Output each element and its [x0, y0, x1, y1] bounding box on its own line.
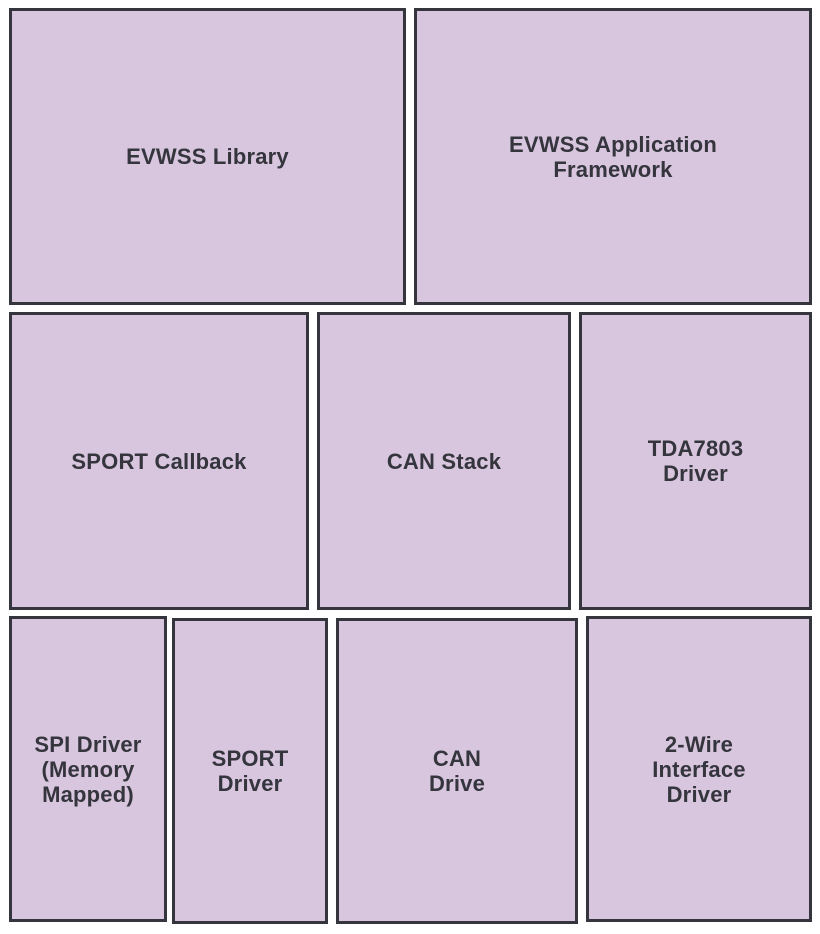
block-label: SPORT Driver	[211, 746, 289, 796]
block-can-stack: CAN Stack	[317, 312, 571, 610]
block-can-drive: CAN Drive	[336, 618, 578, 924]
block-evwss-application-framework: EVWSS Application Framework	[414, 8, 812, 305]
block-evwss-library: EVWSS Library	[9, 8, 406, 305]
block-label: SPI Driver (Memory Mapped)	[34, 731, 142, 807]
block-label: 2-Wire Interface Driver	[652, 731, 746, 807]
block-label: CAN Stack	[386, 448, 502, 474]
block-label: EVWSS Library	[126, 144, 289, 169]
block-label: SPORT Callback	[71, 448, 247, 474]
block-sport-callback: SPORT Callback	[9, 312, 309, 610]
block-spi-driver: SPI Driver (Memory Mapped)	[9, 616, 167, 922]
block-2-wire-interface-driver: 2-Wire Interface Driver	[586, 616, 812, 922]
block-label: TDA7803 Driver	[647, 436, 744, 486]
block-sport-driver: SPORT Driver	[172, 618, 328, 924]
block-label: CAN Drive	[428, 746, 486, 796]
block-label: EVWSS Application Framework	[509, 131, 717, 182]
block-tda7803-driver: TDA7803 Driver	[579, 312, 812, 610]
